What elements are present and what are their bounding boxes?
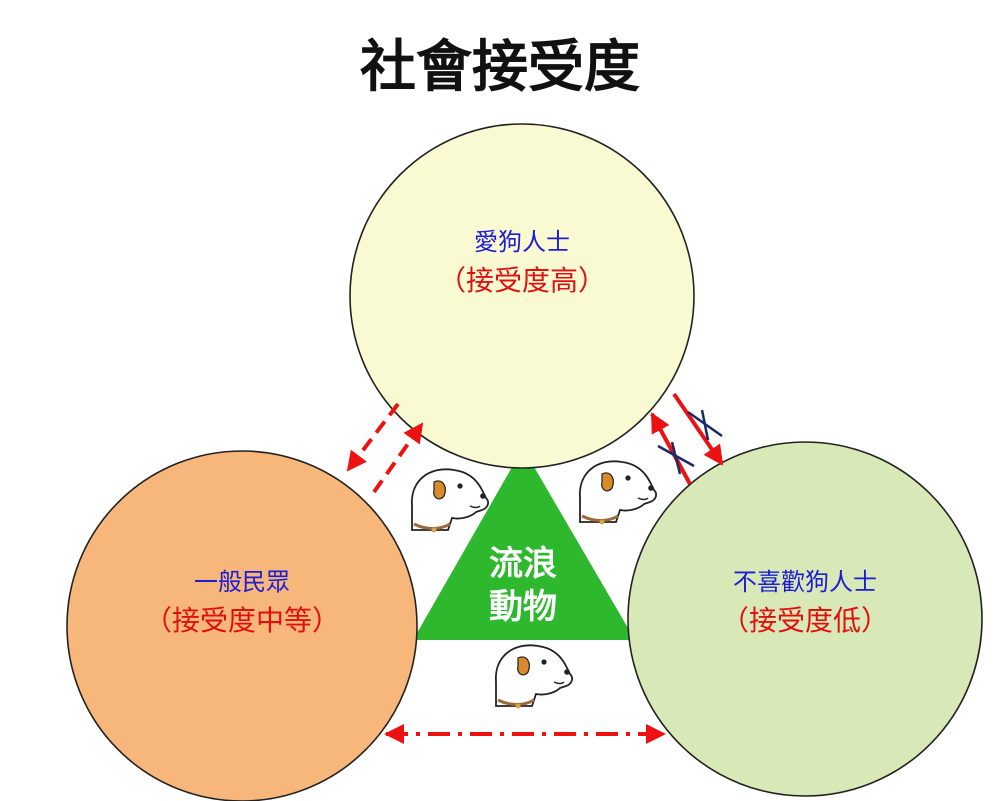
arrow-lovers-to-public <box>348 404 398 470</box>
dog-head-icon <box>412 469 488 532</box>
dog-dislikers-acceptance: （接受度低） <box>721 604 889 637</box>
dog-lovers-name: 愛狗人士 <box>474 228 570 256</box>
dog-head-icon <box>580 461 656 524</box>
dog-dislikers-name: 不喜歡狗人士 <box>733 568 877 596</box>
arrow-public-to-lovers <box>374 424 422 492</box>
dog-lovers-acceptance: （接受度高） <box>438 264 606 297</box>
diagram-title: 社會接受度 <box>360 35 640 100</box>
arrow-dislikers-to-lovers <box>652 414 690 484</box>
general-public-acceptance: （接受度中等） <box>144 604 340 637</box>
arrow-lovers-to-dislikers <box>674 394 722 464</box>
dog-head-icon <box>496 645 572 708</box>
general-public-name: 一般民眾 <box>194 568 290 596</box>
blocked-mark-2 <box>658 442 694 474</box>
center-label-line2: 動物 <box>489 587 557 627</box>
center-label-line1: 流浪 <box>489 544 557 584</box>
